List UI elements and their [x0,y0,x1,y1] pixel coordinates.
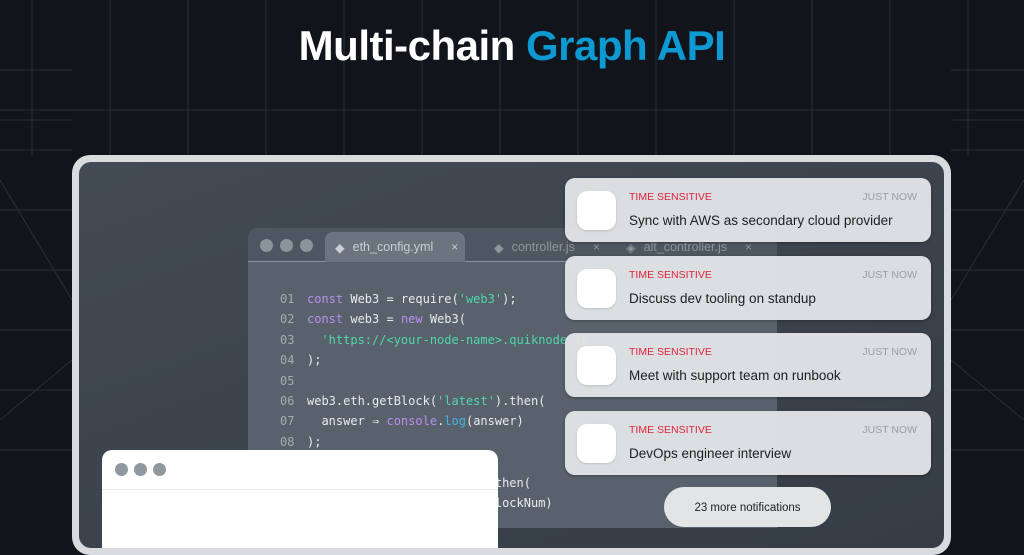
notification-card[interactable]: TIME SENSITIVE JUST NOW Discuss dev tool… [565,255,931,320]
code-line: 02 const web3 = new Web3( [280,309,589,329]
code-token: Web3 [350,292,387,306]
app-icon [577,346,616,385]
code-line: 06 web3.eth.getBlock('latest').then( [280,391,589,411]
line-number: 05 [280,373,295,388]
window-minimize-dot[interactable] [280,239,293,252]
notification-card[interactable]: TIME SENSITIVE JUST NOW Meet with suppor… [565,333,931,397]
app-icon [577,268,616,308]
code-token: web3.eth.getBlock( [307,394,438,409]
window-maximize-dot[interactable] [153,463,166,476]
code-token: Web3( [429,312,466,327]
code-line: 04); [280,350,589,370]
code-token: console [386,414,438,429]
window-close-dot[interactable] [260,239,273,252]
ethereum-icon: ◆ [335,240,345,255]
notification-time: JUST NOW [862,268,917,281]
code-token: 'latest' [437,394,495,409]
more-notifications-button[interactable]: 23 more notifications [664,487,831,527]
grid-line [950,359,1024,421]
tab-label: eth_config.yml [352,240,434,254]
code-token: ); [307,434,322,449]
title-accent: Graph API [526,22,726,69]
code-token: new [400,312,430,327]
code-token: 'https://<your-node-name>.quiknode.io [307,332,589,347]
notification-label: TIME SENSITIVE [629,423,712,436]
code-token: (answer) [465,414,524,429]
notification-message: Sync with AWS as secondary cloud provide… [629,213,893,228]
grid-line [950,179,1024,301]
notification-message: Discuss dev tooling on standup [629,290,816,306]
code-token: log [444,414,466,429]
line-number: 03 [280,332,295,347]
close-icon[interactable]: × [592,240,600,254]
window-maximize-dot[interactable] [300,239,313,252]
code-token: const [307,292,351,306]
background-grid [0,0,1024,451]
code-token: = require( [386,292,459,306]
tab-alt-controller[interactable]: ◈ alt_controller.js × [616,232,762,262]
code-token: . [437,414,445,429]
notification-message: DevOps engineer interview [629,445,792,461]
ethereum-icon: ◆ [494,240,504,255]
tab-eth-config[interactable]: ◆ eth_config.yml × [325,232,465,262]
close-icon[interactable]: × [451,240,459,254]
browser-window [102,450,498,548]
notification-time: JUST NOW [862,191,917,203]
code-line: 08); [280,432,589,452]
line-number: 07 [280,414,295,429]
app-icon [577,191,616,230]
line-number: 02 [280,312,295,327]
code-token: ).then( [494,394,546,409]
grid-line [0,179,73,301]
tab-controller[interactable]: ◆ controller.js × [484,232,610,262]
code-token: const [307,312,351,327]
code-token: ); [307,353,322,368]
page-title: Multi-chain Graph API [0,22,1024,70]
code-line: 05 [280,371,589,391]
code-line: 01 const Web3 = require('web3'); [280,289,589,309]
app-icon [577,423,616,463]
code-token: web3 = [350,312,401,327]
line-number: 06 [280,394,295,409]
tab-label: alt_controller.js [643,240,727,254]
notification-card[interactable]: TIME SENSITIVE JUST NOW DevOps engineer … [565,410,931,475]
window-close-dot[interactable] [115,463,128,476]
close-icon[interactable]: × [745,240,753,254]
line-number: 08 [280,434,295,449]
browser-title-bar [102,450,498,490]
code-token: answer ⇒ [307,414,387,429]
grid-line [0,359,73,421]
tab-label: controller.js [511,240,575,254]
code-line: 07 answer ⇒ console.log(answer) [280,411,589,431]
notification-card[interactable]: TIME SENSITIVE JUST NOW Sync with AWS as… [565,178,931,242]
notification-label: TIME SENSITIVE [629,346,712,358]
code-token: 'web3' [458,292,503,306]
line-number: 04 [280,353,295,368]
title-main: Multi-chain [298,22,516,69]
notification-time: JUST NOW [862,423,917,436]
code-line: 03 'https://<your-node-name>.quiknode.io [280,330,589,350]
window-minimize-dot[interactable] [134,463,147,476]
notification-label: TIME SENSITIVE [629,191,712,203]
notification-message: Meet with support team on runbook [629,368,841,383]
line-number: 01 [280,292,295,306]
layers-icon: ◈ [626,240,636,255]
notification-time: JUST NOW [862,346,917,358]
notification-label: TIME SENSITIVE [629,268,712,281]
code-token: ); [502,292,517,306]
